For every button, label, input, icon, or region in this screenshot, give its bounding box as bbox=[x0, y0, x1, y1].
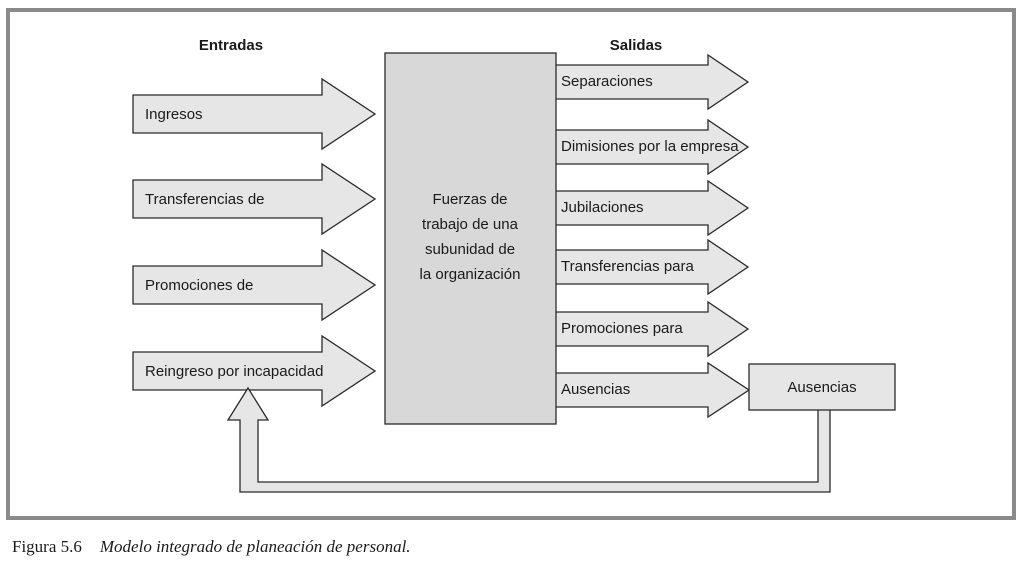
output-arrow-3 bbox=[539, 179, 750, 237]
center-line-4: la organización bbox=[420, 266, 521, 283]
input-label-4: Reingreso por incapacidad bbox=[145, 363, 323, 380]
output-label-2: Dimisiones por la empresa bbox=[561, 138, 739, 155]
output-label-3: Jubilaciones bbox=[561, 199, 644, 216]
output-label-1: Separaciones bbox=[561, 73, 653, 90]
figure-caption: Figura 5.6 Modelo integrado de planeación… bbox=[12, 537, 411, 557]
output-arrow-6 bbox=[539, 361, 751, 419]
output-arrow-2 bbox=[539, 118, 750, 176]
absences-box bbox=[748, 363, 896, 411]
outputs-heading: Salidas bbox=[610, 37, 663, 54]
center-line-3: subunidad de bbox=[425, 241, 515, 258]
inputs-heading: Entradas bbox=[199, 37, 263, 54]
center-line-1: Fuerzas de bbox=[432, 191, 507, 208]
input-label-3: Promociones de bbox=[145, 277, 253, 294]
output-arrow-1 bbox=[539, 53, 750, 111]
input-label-1: Ingresos bbox=[145, 106, 203, 123]
caption-number: Figura 5.6 bbox=[12, 537, 82, 556]
input-arrow-1 bbox=[132, 77, 377, 151]
output-arrow-5 bbox=[539, 300, 750, 358]
central-workforce-box bbox=[384, 52, 557, 425]
input-arrow-4 bbox=[132, 334, 377, 408]
input-label-2: Transferencias de bbox=[145, 191, 265, 208]
input-arrow-2 bbox=[132, 162, 377, 236]
output-label-5: Promociones para bbox=[561, 320, 683, 337]
output-label-4: Transferencias para bbox=[561, 258, 694, 275]
input-arrow-3 bbox=[132, 248, 377, 322]
center-line-2: trabajo de una bbox=[422, 216, 519, 233]
output-label-6: Ausencias bbox=[561, 381, 630, 398]
absences-box-label: Ausencias bbox=[787, 379, 856, 396]
output-arrow-4 bbox=[539, 238, 750, 296]
caption-title: Modelo integrado de planeación de person… bbox=[99, 537, 411, 556]
feedback-return-arrow bbox=[226, 386, 831, 493]
